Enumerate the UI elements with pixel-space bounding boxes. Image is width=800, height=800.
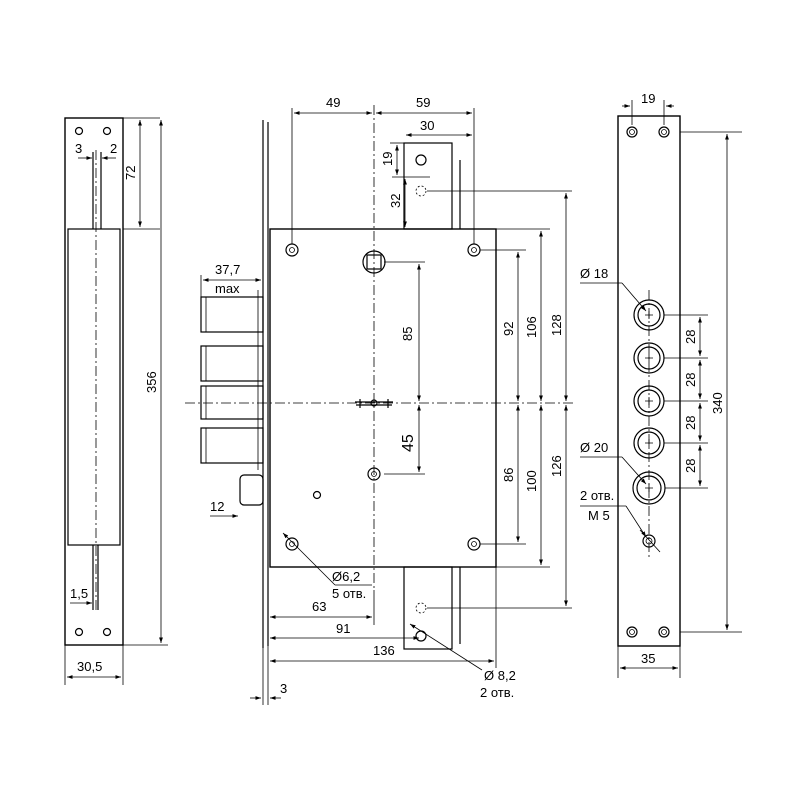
case-screw-hole-inner [471,541,477,547]
dim-label-49: 49 [326,95,340,110]
screw-hole [102,627,112,637]
dim-label-18: Ø 18 [580,266,608,281]
screw-hole [658,126,670,138]
left-faceplate-view: 3 2 72 356 1,5 30,5 [64,117,168,685]
bolts [200,290,264,470]
leader-m5 [625,505,647,538]
dim-label-128: 128 [549,314,564,336]
bolt [200,427,264,464]
dim-label-91: 91 [336,621,350,636]
screw-hole-inner [661,129,667,135]
leader-8-2 [409,623,483,671]
dim-label-5-holes: 5 отв. [332,586,366,601]
leader-20 [621,456,647,485]
dim-label-2: 2 [110,141,117,156]
dim-label-63: 63 [312,599,326,614]
bolt [200,385,264,420]
dim-label-32: 32 [388,194,403,208]
latch [239,474,264,506]
small-hole [312,490,322,500]
dim-label-59: 59 [416,95,430,110]
right-strike-plate-view: 19 Ø 18 Ø 20 2 отв. М 5 28 28 28 28 340 [580,91,742,678]
left-faceplate-screw-holes [74,126,112,637]
dim-label-3: 3 [75,141,82,156]
case-screw-hole-inner [471,247,477,253]
lock-body-view: 49 59 30 19 32 37,7 max 85 45 92 106 128 [185,95,575,705]
dim-label-106: 106 [524,316,539,338]
screw-hole [102,126,112,136]
screw-hole-inner [629,129,635,135]
dim-label-136: 136 [373,643,395,658]
leader-18 [621,282,647,312]
dim-label-8-2: Ø 8,2 [484,668,516,683]
tab-hole-top-dashed [415,185,427,197]
dim-label-max: max [215,281,240,296]
bolt [200,345,264,382]
dim-label-28-c: 28 [683,416,698,430]
lock-case [269,228,497,568]
hole-axis [639,529,661,553]
dim-label-19-r: 19 [641,91,655,106]
dim-label-340: 340 [710,392,725,414]
bolt [200,296,264,333]
dim-label-28-a: 28 [683,330,698,344]
case-screw-hole [285,537,299,551]
dim-label-100: 100 [524,470,539,492]
dim-label-30-5: 30,5 [77,659,102,674]
dim-label-28-d: 28 [683,459,698,473]
left-faceplate-outline [64,117,124,646]
dim-label-19: 19 [380,152,395,166]
screw-hole [626,126,638,138]
screw-hole [74,627,84,637]
dim-label-m5: М 5 [588,508,610,523]
dim-label-30: 30 [420,118,434,133]
tab-hole-bottom-dashed [415,602,427,614]
dim-label-35: 35 [641,651,655,666]
dim-label-12: 12 [210,499,224,514]
leader-6-2 [282,532,336,586]
screw-hole [74,126,84,136]
dim-label-2-holes-center: 2 отв. [480,685,514,700]
top-strike-tab [403,142,453,230]
dim-label-86: 86 [501,468,516,482]
dim-label-2-holes-right: 2 отв. [580,488,614,503]
tab-hole-bottom [415,630,427,642]
dim-label-126: 126 [549,455,564,477]
screw-hole-inner [661,629,667,635]
dim-label-37-7: 37,7 [215,262,240,277]
dim-label-6-2: Ø6,2 [332,569,360,584]
right-plate-corner-holes [626,126,670,638]
left-faceplate-recess [67,228,121,546]
dim-label-85: 85 [400,327,415,341]
dim-label-92: 92 [501,322,516,336]
dim-label-28-b: 28 [683,373,698,387]
dim-label-356: 356 [144,371,159,393]
case-screw-hole-inner [289,247,295,253]
dim-label-3-bottom: 3 [280,681,287,696]
dim-label-20: Ø 20 [580,440,608,455]
dim-label-1-5: 1,5 [70,586,88,601]
dim-label-72: 72 [123,166,138,180]
tab-hole-top [415,154,427,166]
screw-hole [658,626,670,638]
screw-hole [626,626,638,638]
dim-label-45: 45 [400,434,417,452]
screw-hole-inner [629,629,635,635]
